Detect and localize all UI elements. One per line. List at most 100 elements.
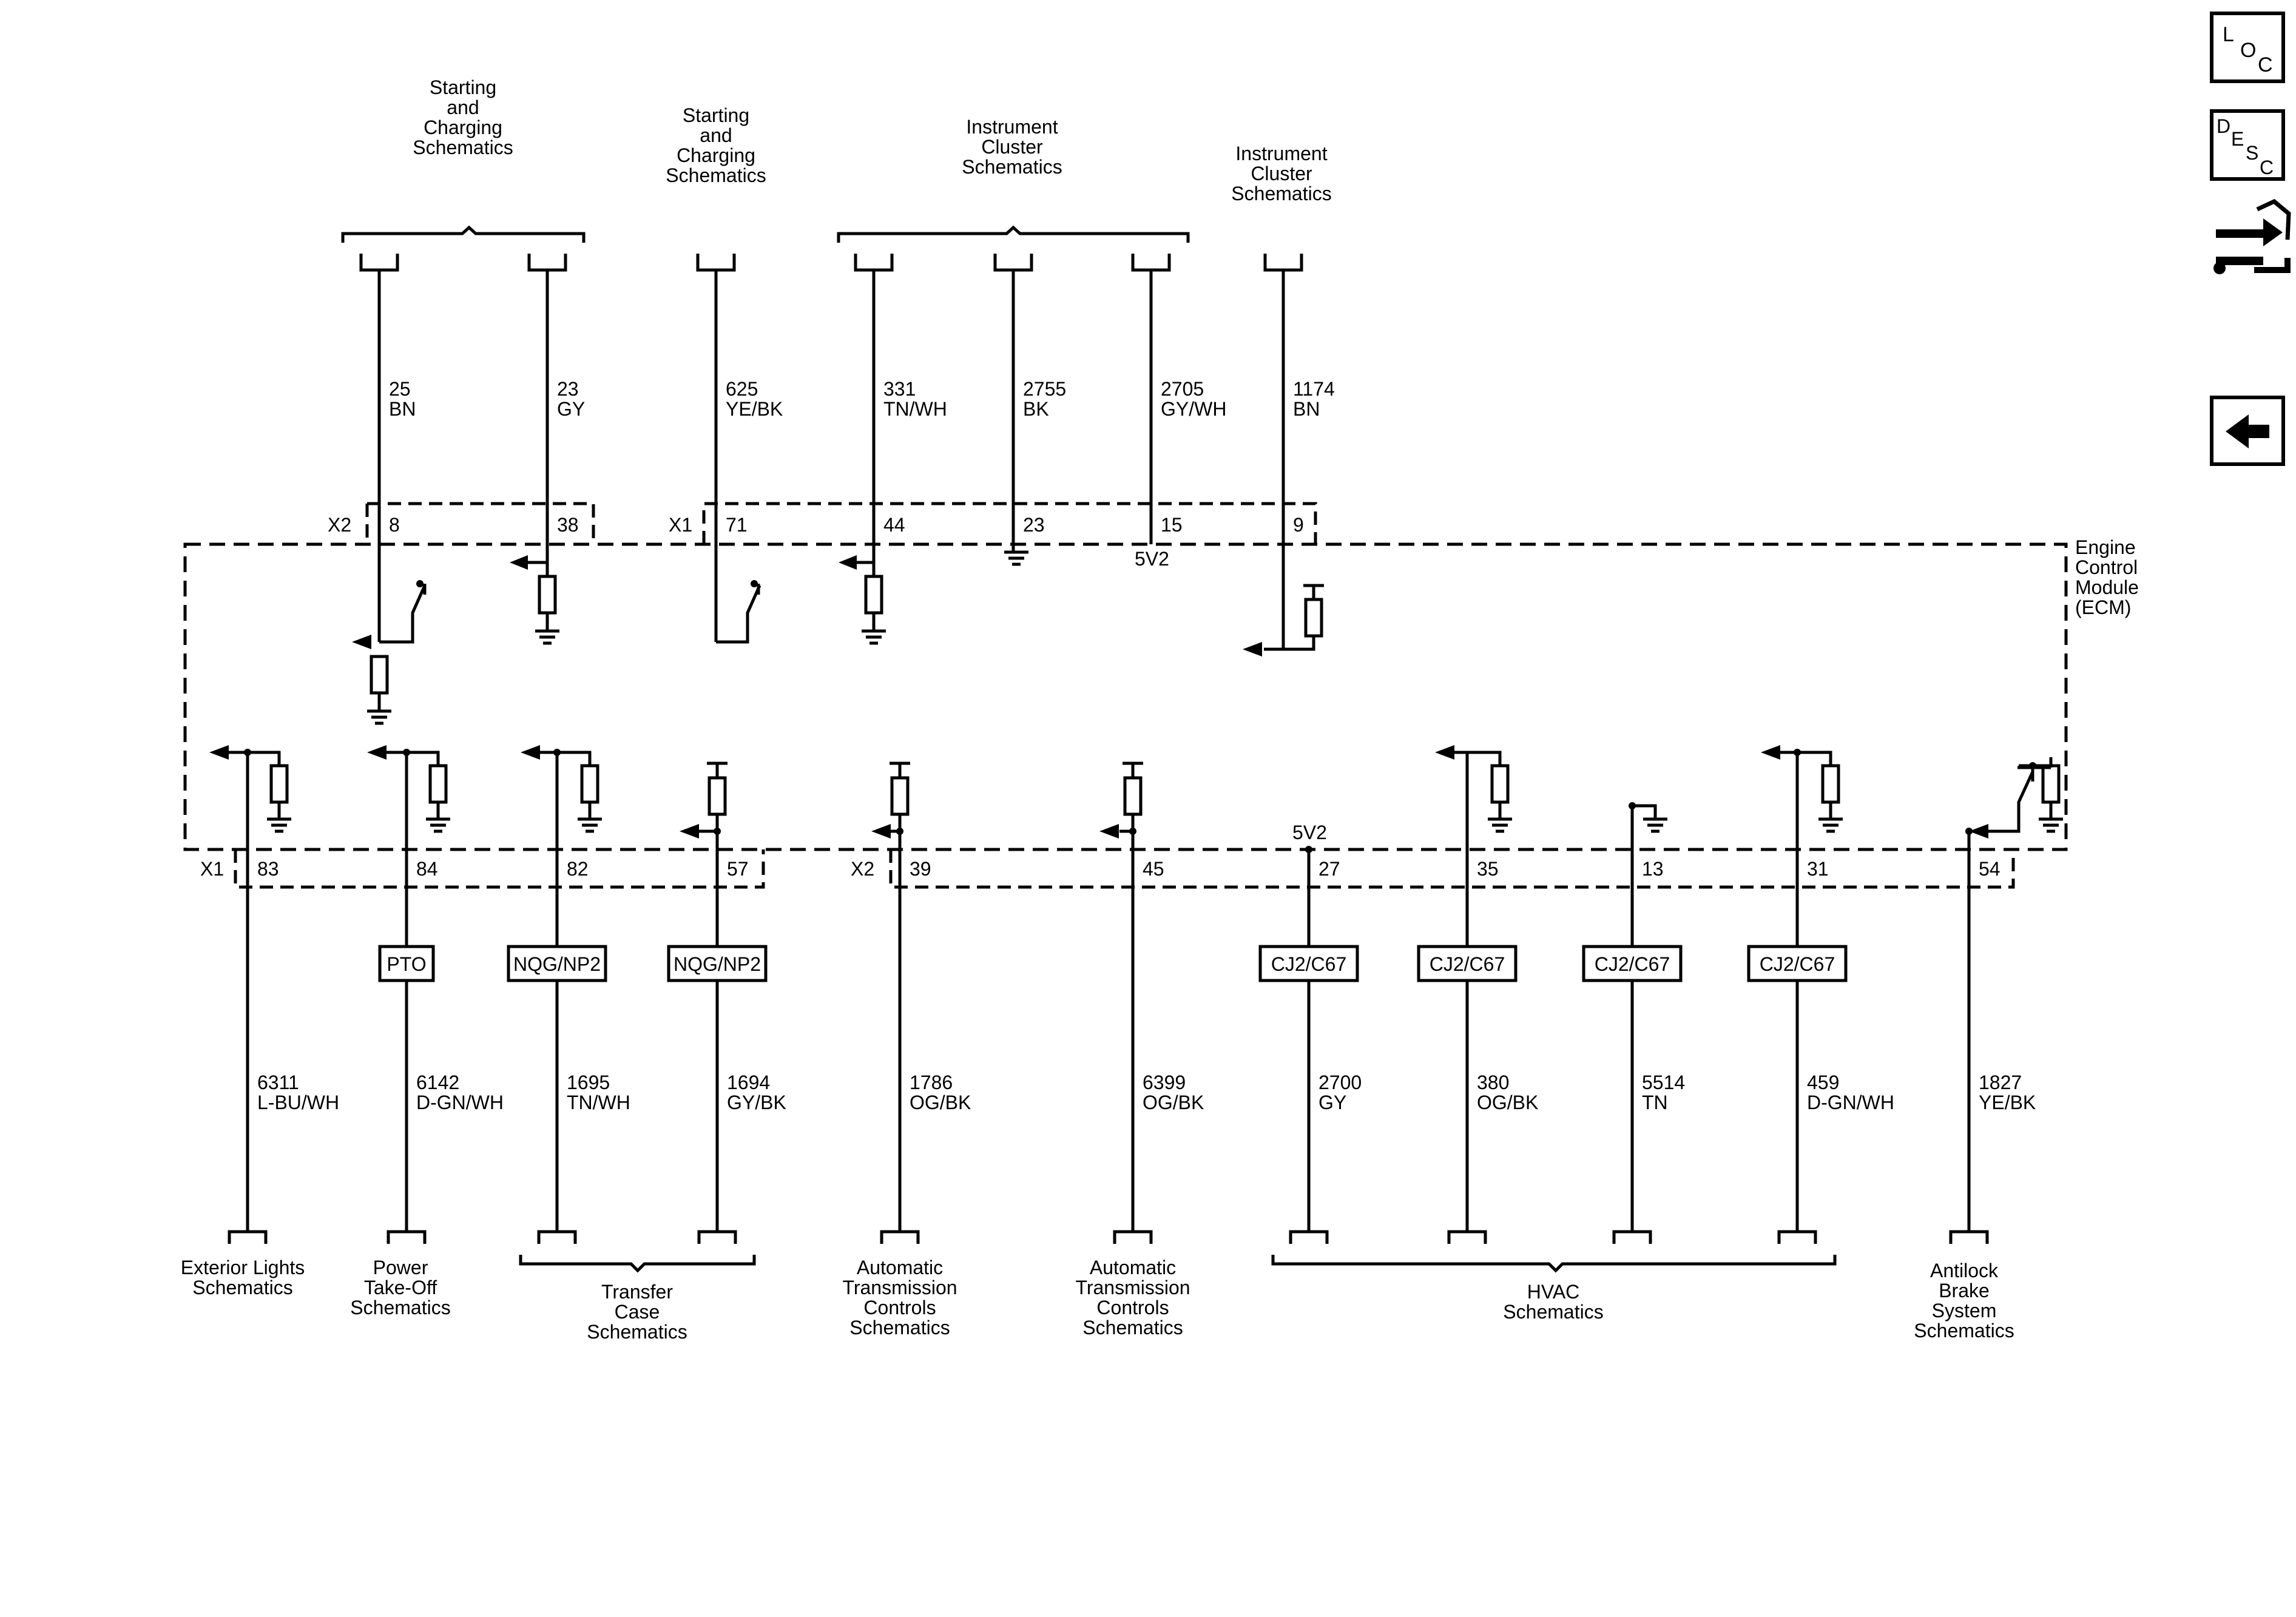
wire-color: BN (389, 398, 416, 420)
connector-cup (527, 254, 567, 272)
desc-letter-d: D (2217, 115, 2230, 137)
brace-bottom-hvac (1271, 1255, 1837, 1273)
pin-number: 35 (1477, 858, 1499, 880)
circuit-number: 459 (1807, 1072, 1839, 1093)
bottom-destination-label: Automatic (857, 1257, 943, 1278)
ecm-module-boundary (183, 542, 2068, 851)
top-destination-label: Charging (677, 144, 755, 166)
top-destination-label: Cluster (1251, 163, 1312, 184)
circuit-number: 1827 (1979, 1072, 2022, 1093)
pin-number: 23 (1023, 514, 1045, 536)
connector-cup (1447, 1230, 1487, 1244)
circuit-number: 23 (557, 378, 579, 400)
splice-dot (896, 828, 903, 835)
connector-cup (1612, 1230, 1652, 1244)
internal-circuit-pin-84 (367, 745, 450, 833)
connector-x1-bottom: X1 (200, 849, 765, 889)
option-code: PTO (387, 953, 426, 975)
circuit-number: 331 (883, 378, 916, 400)
wire-color: TN/WH (567, 1092, 630, 1113)
wire-color: BN (1293, 398, 1320, 420)
connector-x2-top: X2 (328, 502, 595, 544)
option-code: NQG/NP2 (674, 953, 761, 975)
connector-cup (696, 254, 736, 272)
wire-color: L-BU/WH (257, 1092, 339, 1113)
wire-color: GY (557, 398, 585, 420)
wire-color: YE/BK (1979, 1092, 2036, 1113)
pin-number: 38 (557, 514, 579, 536)
wire-color: YE/BK (726, 398, 783, 420)
circuit-number: 6399 (1143, 1072, 1186, 1093)
internal-circuit-pin-31 (1761, 745, 1843, 833)
top-destination-label: Starting (430, 76, 496, 98)
splice-dot (403, 749, 410, 756)
svg-text:Engine: Engine (2075, 536, 2136, 558)
option-box (378, 945, 435, 982)
wire-color: BK (1023, 398, 1049, 420)
top-destination-label: Schematics (666, 164, 766, 186)
circuit-number: 1695 (567, 1072, 610, 1093)
wire-color: TN/WH (883, 398, 947, 420)
connector-reference-icon[interactable] (2213, 198, 2291, 274)
desc-button[interactable]: D E S C (2210, 109, 2285, 181)
connector-cup (359, 254, 399, 272)
wire-color: GY/BK (727, 1092, 786, 1113)
bottom-destination-label: Antilock (1930, 1260, 1999, 1281)
connector-cup (1131, 254, 1171, 272)
circuit-number: 1174 (1293, 378, 1335, 400)
wire-color: OG/BK (1143, 1092, 1204, 1113)
brace-bottom-transfer-case (519, 1255, 756, 1273)
back-arrow-icon (2226, 414, 2269, 448)
connector-cup (854, 254, 894, 272)
internal-circuit-pin-83 (209, 745, 291, 833)
internal-circuit-pin-39 (871, 761, 910, 839)
pin-number: 83 (257, 858, 279, 880)
loc-letter-o: O (2240, 39, 2256, 62)
internal-circuit-pin-8 (352, 580, 427, 725)
internal-circuit-pin-9 (1243, 584, 1324, 657)
desc-letter-s: S (2246, 142, 2258, 164)
bottom-destination-label: System (1932, 1300, 1997, 1322)
circuit-number: 380 (1477, 1072, 1509, 1093)
top-destination-label: Instrument (1235, 143, 1327, 164)
circuit-number: 1786 (910, 1072, 953, 1093)
internal-circuit-pin-57 (680, 761, 728, 839)
top-destination-label: and (447, 96, 479, 118)
option-code: CJ2/C67 (1760, 953, 1835, 975)
bottom-destination-label: Transmission (1075, 1277, 1190, 1298)
loc-button[interactable]: L O C (2210, 12, 2285, 83)
wire-color: OG/BK (910, 1092, 971, 1113)
svg-text:Control: Control (2075, 556, 2138, 578)
bottom-destination-label: Schematics (587, 1321, 687, 1343)
internal-circuit-pin-13 (1632, 804, 1667, 833)
top-destination-label: and (700, 124, 732, 146)
connector-cup (228, 1230, 268, 1244)
option-code: CJ2/C67 (1271, 953, 1347, 975)
pin-number: 71 (726, 514, 748, 536)
top-destination-label: Instrument (966, 116, 1058, 138)
desc-letter-e: E (2231, 128, 2244, 150)
splice-dot (1629, 802, 1636, 809)
pin-number: 9 (1293, 514, 1304, 536)
loc-letter-l: L (2223, 23, 2234, 46)
pin-number: 13 (1642, 858, 1664, 880)
circuit-number: 2705 (1161, 378, 1204, 400)
internal-circuit-pin-71 (716, 580, 761, 644)
connector-cup (1289, 1230, 1329, 1244)
pin-number: 8 (389, 514, 400, 536)
option-box (1417, 945, 1518, 982)
splice-dot (244, 749, 251, 756)
top-wire-group: 25BN823GY38625YE/BK71331TN/WH442755BK232… (359, 254, 1335, 649)
back-button[interactable] (2210, 396, 2285, 466)
